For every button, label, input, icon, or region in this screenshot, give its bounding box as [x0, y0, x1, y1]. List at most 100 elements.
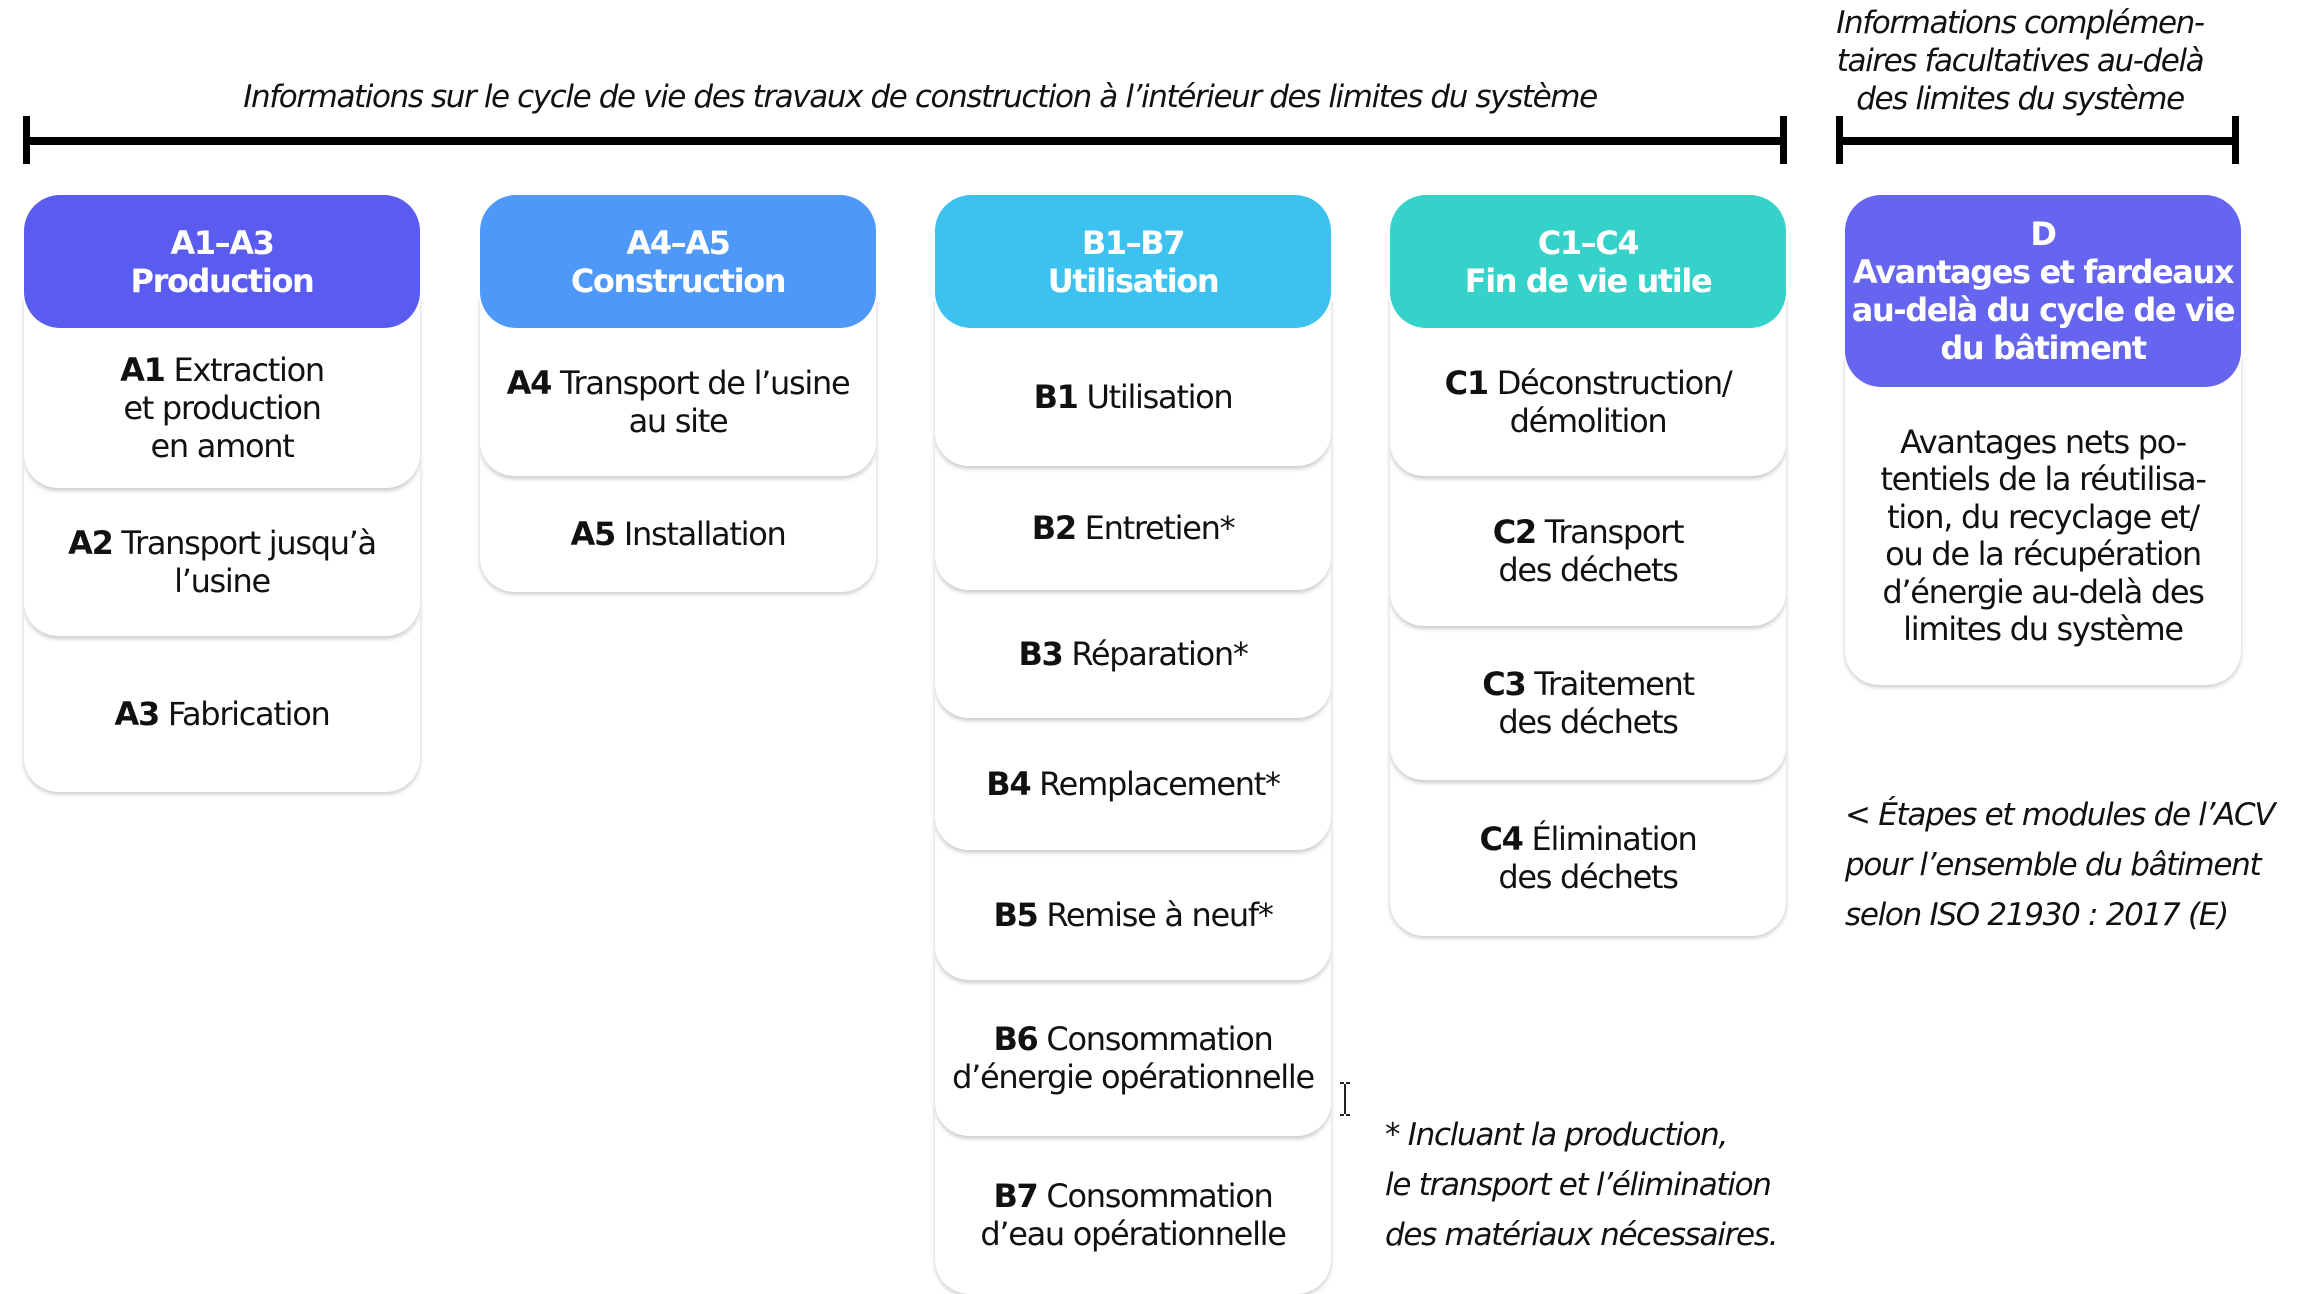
iso-note-line-2: pour l’ensemble du bâtiment — [1845, 847, 2262, 883]
module-a2-text-1: Transport jusqu’à — [112, 524, 377, 562]
module-c4-code: C4 — [1479, 820, 1524, 858]
iso-note-line-1: < Étapes et modules de l’ACV — [1845, 797, 2276, 833]
module-a5-text-1: Installation — [614, 515, 787, 553]
modules-c1-c4: C1 Déconstruction/ démolition C2 Transpo… — [1390, 298, 1786, 936]
module-c1-code: C1 — [1444, 364, 1489, 402]
beyond-caption-line-3: des limites du système — [1856, 81, 2185, 117]
stage-column-c1-c4: C1–C4 Fin de vie utile C1 Déconstruction… — [1390, 195, 1786, 936]
module-b4-code: B4 — [986, 765, 1031, 803]
system-boundary-line — [24, 137, 1786, 145]
module-a5-code: A5 — [570, 515, 617, 553]
stage-title-a4-a5: Construction — [570, 261, 787, 300]
stage-column-a4-a5: A4–A5 Construction A4 Transport de l’usi… — [480, 195, 876, 592]
module-c3-code: C3 — [1482, 665, 1526, 703]
module-b2: B2 Entretien* — [935, 466, 1331, 590]
stage-title-d-1: Avantages et fardeaux — [1852, 253, 2235, 291]
module-c1-text-2: démolition — [1509, 402, 1668, 440]
footnote-line-1: * Incluant la production, — [1385, 1117, 1728, 1153]
module-b2-code: B2 — [1031, 509, 1077, 547]
module-a4-text-2: au site — [628, 402, 729, 440]
system-boundary-left-tick — [23, 116, 30, 164]
module-b5-text-1: Remise à neuf* — [1037, 896, 1274, 934]
module-a3-code: A3 — [114, 695, 161, 733]
module-b1-code: B1 — [1033, 378, 1079, 416]
stage-code-a1-a3: A1–A3 — [170, 223, 274, 262]
system-boundary-caption: Informations sur le cycle de vie des tra… — [243, 79, 1598, 115]
stage-header-b1-b7: B1–B7 Utilisation — [935, 195, 1331, 328]
module-a2: A2 Transport jusqu’à l’usine — [24, 488, 420, 636]
iso-note: < Étapes et modules de l’ACV pour l’ense… — [1845, 790, 2276, 940]
module-b3-code: B3 — [1018, 635, 1063, 673]
module-c2: C2 Transport des déchets — [1390, 476, 1786, 626]
modules-b1-b7: B1 Utilisation B2 Entretien* B3 Réparati… — [935, 298, 1331, 1294]
stage-column-d: D Avantages et fardeaux au-delà du cycle… — [1845, 195, 2241, 685]
module-c1-text-1: Déconstruction/ — [1487, 364, 1733, 402]
module-a1-text-3: en amont — [150, 427, 295, 465]
module-d-text-2: tentiels de la réutilisa- — [1880, 460, 2207, 498]
stage-code-b1-b7: B1–B7 — [1081, 223, 1186, 262]
module-a2-text-2: l’usine — [174, 562, 271, 600]
module-d-text-1: Avantages nets po- — [1900, 422, 2187, 461]
stage-code-d: D — [2030, 215, 2057, 253]
module-c4: C4 Élimination des déchets — [1390, 780, 1786, 936]
module-b5: B5 Remise à neuf* — [935, 850, 1331, 980]
module-d-text-6: limites du système — [1903, 610, 2184, 648]
module-c4-text-1: Élimination — [1522, 820, 1698, 858]
footnote-line-2: le transport et l’élimination — [1385, 1167, 1772, 1203]
stage-title-a1-a3: Production — [130, 261, 315, 300]
module-b2-text-1: Entretien* — [1075, 509, 1236, 547]
stage-column-a1-a3: A1–A3 Production A1 Extraction et produc… — [24, 195, 420, 792]
stage-header-c1-c4: C1–C4 Fin de vie utile — [1390, 195, 1786, 328]
module-c2-text-1: Transport — [1535, 513, 1685, 551]
module-b7-text-2: d’eau opérationnelle — [980, 1215, 1287, 1253]
stage-header-a1-a3: A1–A3 Production — [24, 195, 420, 328]
stage-code-a4-a5: A4–A5 — [626, 223, 730, 262]
module-d-body: Avantages nets po- tentiels de la réutil… — [1845, 357, 2241, 685]
module-b7-code: B7 — [993, 1177, 1038, 1215]
module-a4-code: A4 — [506, 364, 553, 402]
system-boundary-right-tick — [1780, 116, 1787, 164]
modules-a1-a3: A1 Extraction et production en amont A2 … — [24, 298, 420, 792]
module-a1-text-1: Extraction — [164, 351, 325, 389]
module-b7: B7 Consommation d’eau opérationnelle — [935, 1136, 1331, 1294]
beyond-boundary-line — [1838, 137, 2238, 145]
beyond-caption-line-1: Informations complémen- — [1836, 5, 2205, 41]
stage-column-b1-b7: B1–B7 Utilisation B1 Utilisation B2 Entr… — [935, 195, 1331, 1294]
module-a1-code: A1 — [120, 351, 166, 389]
module-d-text-4: ou de la récupération — [1885, 535, 2202, 573]
module-d-text-3: tion, du recyclage et/ — [1887, 497, 2200, 536]
stage-title-b1-b7: Utilisation — [1047, 261, 1220, 300]
modules-a4-a5: A4 Transport de l’usine au site A5 Insta… — [480, 298, 876, 592]
module-a5: A5 Installation — [480, 476, 876, 592]
beyond-boundary-left-tick — [1836, 116, 1843, 164]
module-a4-text-1: Transport de l’usine — [551, 364, 851, 402]
module-a3: A3 Fabrication — [24, 636, 420, 792]
module-b4-text-1: Remplacement* — [1030, 765, 1281, 803]
beyond-boundary-right-tick — [2232, 116, 2239, 164]
stage-title-c1-c4: Fin de vie utile — [1464, 261, 1713, 300]
module-b5-code: B5 — [993, 896, 1038, 934]
stage-title-d-3: du bâtiment — [1940, 329, 2147, 367]
module-c4-text-2: des déchets — [1498, 858, 1679, 896]
footnote: * Incluant la production, le transport e… — [1385, 1110, 1778, 1260]
module-d-text-5: d’énergie au-delà des — [1882, 572, 2205, 611]
module-a3-text-1: Fabrication — [158, 695, 331, 733]
stage-title-d-2: au-delà du cycle de vie — [1851, 291, 2236, 329]
module-b6-text-2: d’énergie opérationnelle — [952, 1058, 1315, 1096]
iso-note-line-3: selon ISO 21930 : 2017 (E) — [1845, 897, 2229, 933]
beyond-caption-line-2: taires facultatives au-delà — [1836, 43, 2205, 79]
module-b3-text-1: Réparation* — [1062, 635, 1248, 673]
module-a2-code: A2 — [68, 524, 114, 562]
module-b6-code: B6 — [993, 1020, 1038, 1058]
module-b1-text-1: Utilisation — [1077, 378, 1233, 416]
stage-header-d: D Avantages et fardeaux au-delà du cycle… — [1845, 195, 2241, 387]
text-cursor-icon — [1340, 1082, 1350, 1116]
module-c2-text-2: des déchets — [1498, 551, 1679, 589]
module-c2-code: C2 — [1492, 513, 1537, 551]
module-c3: C3 Traitement des déchets — [1390, 626, 1786, 780]
module-b6: B6 Consommation d’énergie opérationnelle — [935, 980, 1331, 1136]
modules-d: Avantages nets po- tentiels de la réutil… — [1845, 357, 2241, 685]
beyond-boundary-caption: Informations complémen- taires facultati… — [1790, 4, 2250, 118]
module-c3-text-1: Traitement — [1525, 665, 1695, 703]
module-b6-text-1: Consommation — [1037, 1020, 1273, 1058]
